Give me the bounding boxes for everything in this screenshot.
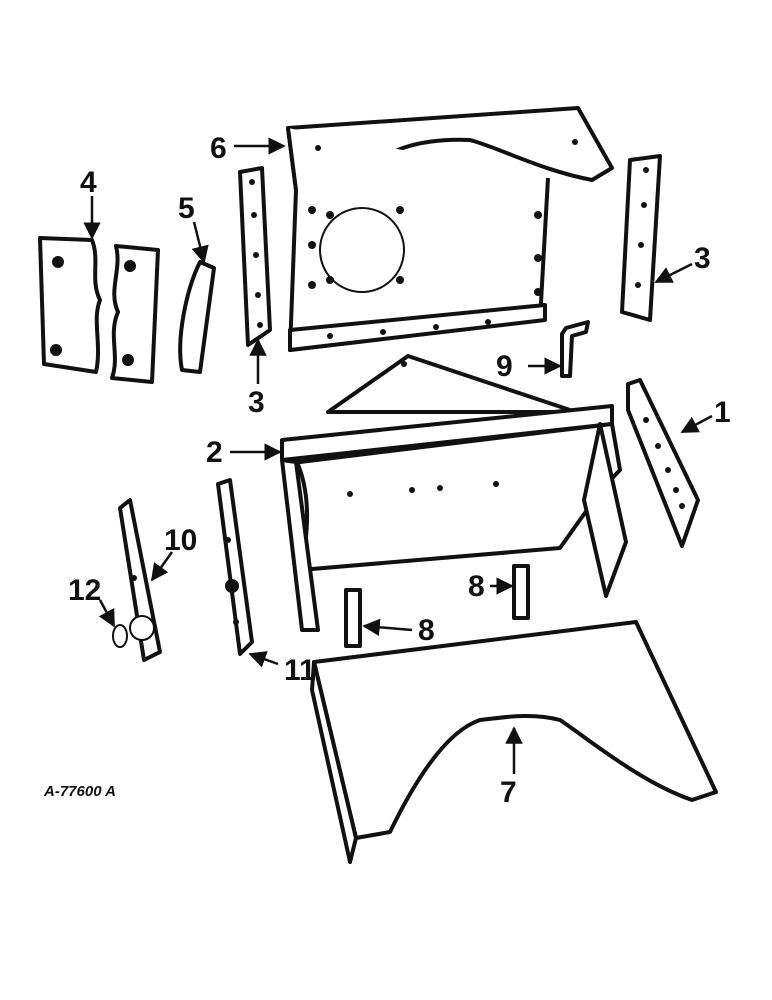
leader-5	[191, 221, 209, 264]
leader-3b	[654, 262, 693, 284]
part-3-left-strip	[238, 166, 272, 347]
leader-9	[248, 651, 279, 668]
leader-12	[98, 599, 116, 628]
callout-labels: 6 4 5 3 3 9 1 2 8 8 10 12 11 7 A-77600 A	[43, 132, 731, 809]
callout-11: 10	[164, 524, 197, 557]
callout-3-left: 3	[248, 386, 265, 419]
leader-11	[150, 551, 174, 582]
leader-8b	[362, 618, 413, 637]
leader-1	[680, 414, 713, 434]
part-7-lower-shroud	[310, 620, 718, 864]
part-8-spacer-left	[344, 588, 362, 648]
part-12-washer	[112, 624, 128, 648]
callout-9: 11	[284, 654, 316, 687]
callout-7: 7	[500, 776, 517, 809]
leader-lines	[83, 137, 713, 774]
callout-12: 12	[68, 574, 101, 607]
callout-3-right: 3	[694, 242, 711, 275]
callout-6: 6	[210, 132, 227, 165]
part-9-bracket	[216, 478, 254, 656]
part-10-pin	[560, 320, 590, 378]
callout-1: 1	[714, 396, 731, 429]
part-2-base-frame	[280, 354, 628, 632]
part-5-curved-plate	[178, 260, 216, 374]
part-1-side-plate	[626, 378, 700, 548]
callout-8-right: 8	[468, 570, 485, 603]
callout-5: 5	[178, 192, 195, 225]
part-6-upper-shroud	[286, 106, 614, 352]
drawing-number: A-77600 A	[43, 783, 116, 800]
part-11-arm	[118, 498, 162, 662]
part-8-spacer-right	[512, 564, 530, 620]
callout-8-left: 8	[418, 614, 435, 647]
callout-10: 9	[496, 350, 513, 383]
part-4-split-plate	[38, 236, 160, 384]
callout-2: 2	[206, 436, 223, 469]
callout-4: 4	[80, 166, 97, 199]
part-3-right-strip	[620, 154, 662, 322]
